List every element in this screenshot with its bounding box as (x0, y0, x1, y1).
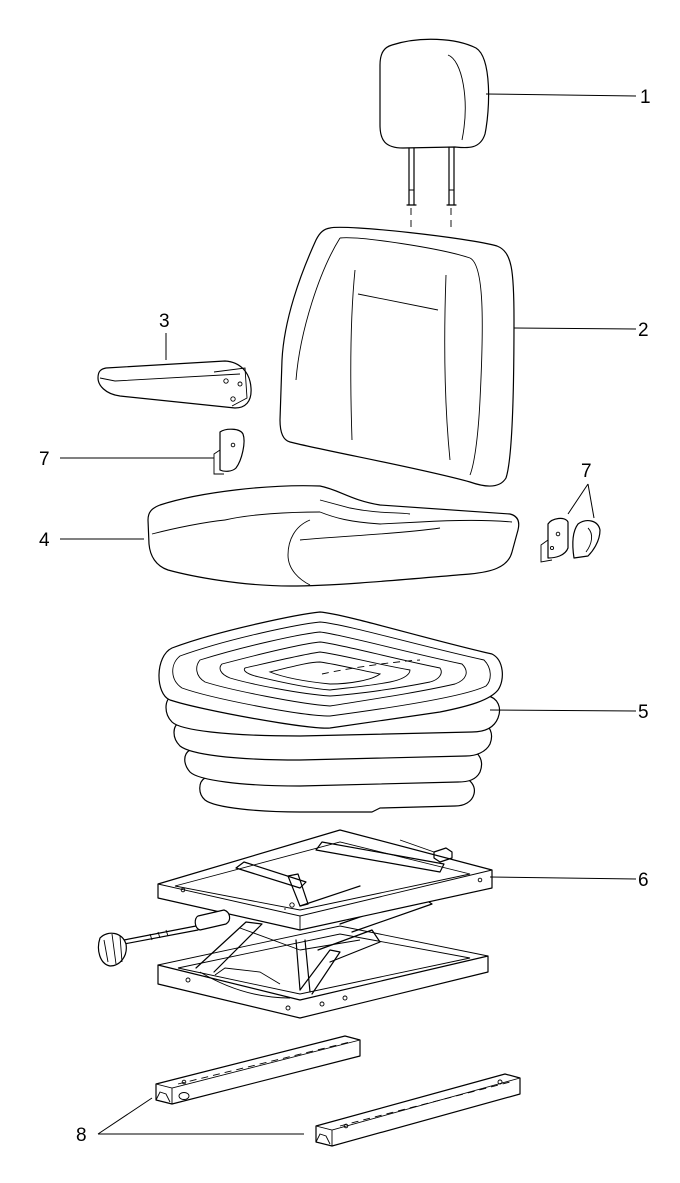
callout-7-left: 7 (39, 449, 50, 470)
hinge-covers-right (540, 517, 601, 563)
headrest (379, 38, 490, 232)
armrest (97, 360, 252, 409)
hinge-cover-left (213, 428, 245, 475)
leader-lines (60, 93, 637, 1135)
seat-cushion (147, 485, 520, 587)
scissor-suspension (97, 829, 493, 1019)
callout-8: 8 (76, 1125, 87, 1146)
backrest (279, 226, 515, 487)
callout-4: 4 (39, 530, 50, 551)
callout-6: 6 (638, 870, 649, 891)
callout-7-right: 7 (581, 461, 592, 482)
callout-2: 2 (638, 320, 649, 341)
slide-rails (155, 1035, 521, 1147)
callout-1: 1 (640, 87, 651, 108)
callout-labels: 1 2 3 7 7 4 5 6 8 (39, 87, 651, 1146)
callout-3: 3 (159, 311, 170, 332)
bellows (158, 611, 503, 813)
callout-5: 5 (638, 702, 649, 723)
